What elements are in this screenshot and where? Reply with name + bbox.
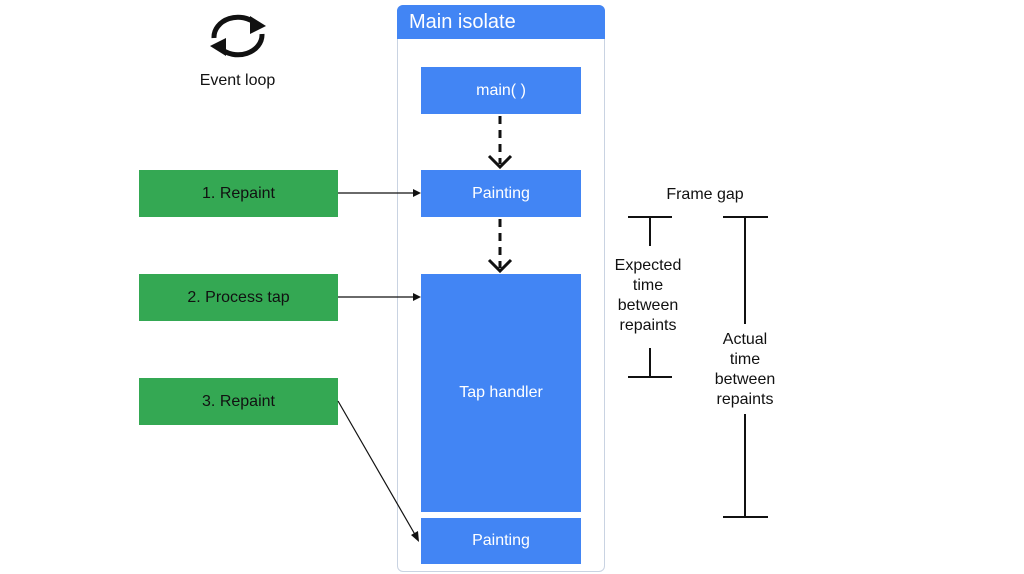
expected-line: between: [617, 297, 679, 314]
main-isolate-title: Main isolate: [397, 5, 605, 39]
queue-item-repaint-3: 3. Repaint: [139, 378, 338, 425]
expected-time-label: Expected time between repaints: [598, 256, 698, 336]
sync-arrows-icon: [200, 8, 276, 64]
main-block-label: main( ): [476, 81, 526, 99]
queue-item-process-tap: 2. Process tap: [139, 274, 338, 321]
actual-line: Actual: [722, 331, 768, 348]
expected-line: time: [632, 277, 664, 294]
main-block: main( ): [421, 67, 581, 114]
tap-handler-block: Tap handler: [421, 274, 581, 512]
event-loop-label: Event loop: [199, 72, 276, 89]
expected-line: repaints: [619, 317, 677, 334]
tap-handler-label: Tap handler: [459, 384, 543, 401]
painting-block-2-label: Painting: [472, 532, 530, 549]
queue-item-label: 1. Repaint: [202, 184, 275, 202]
actual-time-label: Actual time between repaints: [695, 330, 795, 410]
actual-line: repaints: [716, 391, 774, 408]
frame-gap-title: Frame gap: [666, 186, 744, 203]
painting-block-2: Painting: [421, 518, 581, 564]
expected-line: Expected: [614, 257, 682, 274]
queue-item-repaint-1: 1. Repaint: [139, 170, 338, 217]
actual-line: time: [729, 351, 761, 368]
queue-item-label: 2. Process tap: [187, 288, 290, 306]
painting-block-1-label: Painting: [472, 184, 530, 202]
painting-block-1: Painting: [421, 170, 581, 217]
actual-line: between: [714, 371, 776, 388]
queue-item-label: 3. Repaint: [202, 392, 275, 410]
